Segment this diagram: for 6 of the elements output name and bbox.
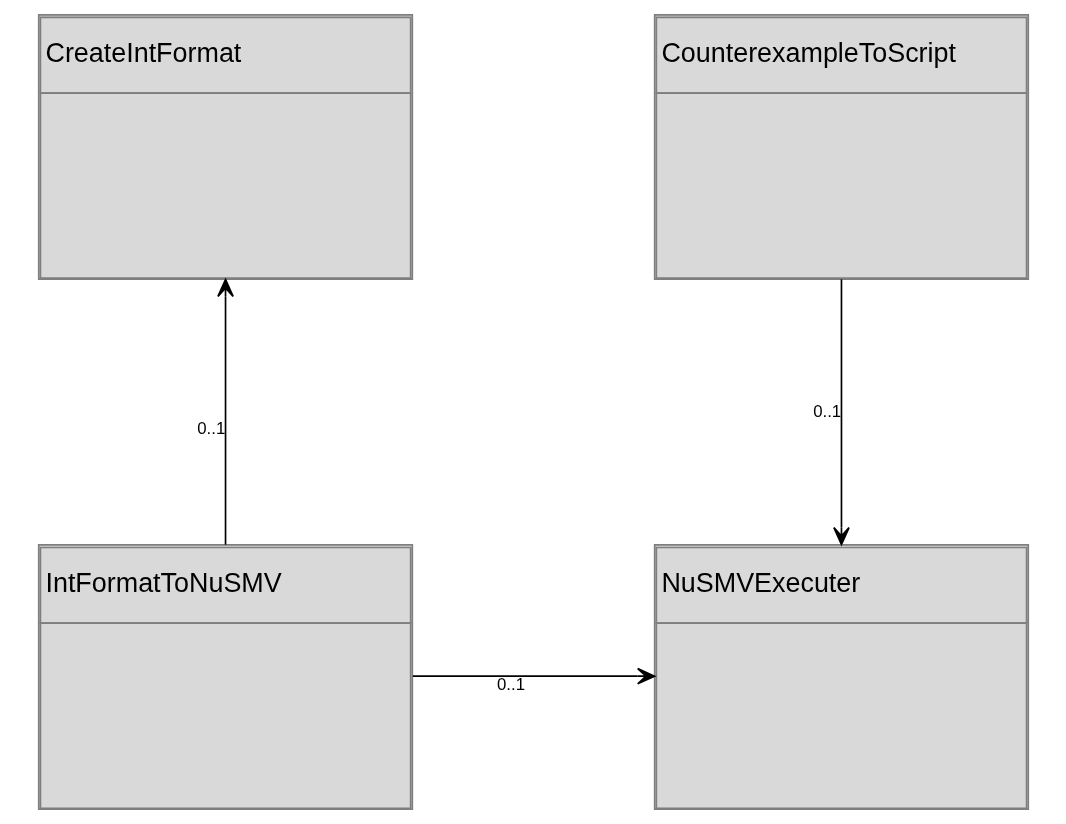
arrow (411, 667, 655, 685)
arrow (832, 278, 850, 546)
edge-label: 0..1 (496, 674, 525, 694)
arrow (216, 278, 234, 546)
edge-label: 0..1 (196, 418, 225, 438)
edge-label: 0..1 (812, 401, 841, 421)
